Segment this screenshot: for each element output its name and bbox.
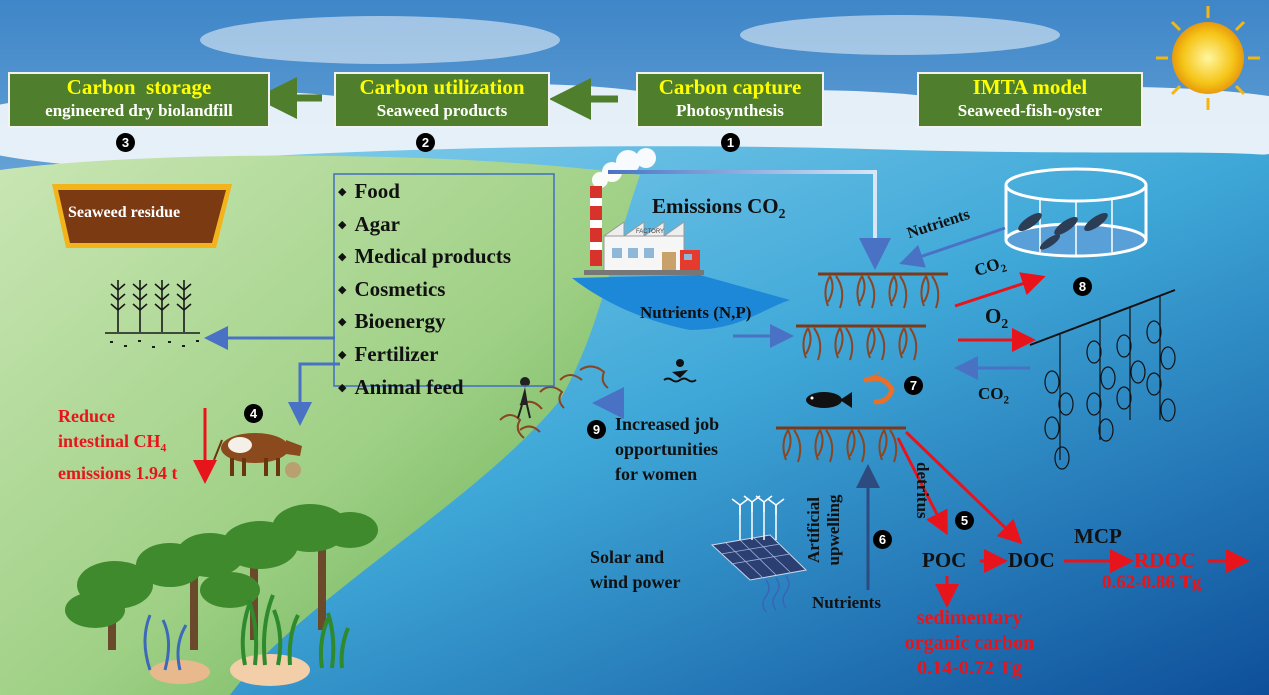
imta-o2-label: O2 [985, 304, 1009, 332]
upwelling-nutrients-label: Nutrients [812, 593, 881, 612]
step-marker-3: 3 [116, 133, 135, 152]
poc-label: POC [922, 548, 967, 572]
artificial-upwelling-label: Artificial upwelling [804, 494, 843, 566]
product-item: Cosmetics [338, 275, 511, 308]
header-carbon-storage: Carbon storage engineered dry biolandfil… [8, 72, 270, 128]
header-subtitle: Seaweed products [376, 101, 508, 120]
emissions-co2-label: Emissions CO2 [652, 194, 786, 222]
header-carbon-utilization: Carbon utilization Seaweed products [334, 72, 550, 128]
header-imta-model: IMTA model Seaweed-fish-oyster [917, 72, 1143, 128]
nutrients-np-label: Nutrients (N,P) [640, 303, 752, 322]
step-marker-6: 6 [873, 530, 892, 549]
worker-icon [517, 377, 531, 419]
header-title: IMTA model [972, 75, 1088, 99]
fish-icon [806, 392, 852, 408]
factory-sign: FACTORY [636, 229, 664, 235]
imta-co2-from-oyster-label: CO2 [978, 384, 1010, 407]
women-jobs-text: Increased job opportunities for women [615, 414, 720, 484]
rdoc-label: RDOC [1134, 548, 1196, 572]
solar-wind-label: Solar and wind power [590, 547, 681, 592]
methane-reduction-text: Reduce intestinal CH4 emissions 1.94 t [58, 406, 178, 483]
swimmer-icon [663, 359, 697, 383]
product-item: Animal feed [338, 373, 511, 406]
product-item: Bioenergy [338, 307, 511, 340]
seagrass-bed [143, 594, 350, 686]
crop-field-icon [105, 280, 200, 348]
seaweed-residue-bin [52, 184, 232, 248]
doc-label: DOC [1008, 548, 1055, 572]
header-title: Carbon utilization [359, 75, 525, 99]
step-marker-2: 2 [416, 133, 435, 152]
header-subtitle: Seaweed-fish-oyster [957, 101, 1103, 120]
coastal-trees [65, 504, 378, 650]
step-marker-5: 5 [955, 511, 974, 530]
mcp-label: MCP [1074, 524, 1122, 548]
product-item: Medical products [338, 242, 511, 275]
oyster-longline [1029, 289, 1176, 470]
header-subtitle: Photosynthesis [676, 101, 784, 120]
shrimp-icon [863, 371, 895, 405]
seaweed-products-list: FoodAgarMedical productsCosmeticsBioener… [338, 177, 511, 405]
step-marker-8: 8 [1073, 277, 1092, 296]
fish-cage-icon [1004, 167, 1148, 258]
cow-icon [213, 433, 302, 478]
solar-wind-icon [710, 495, 808, 613]
detritus-label: detritus [913, 462, 932, 519]
product-item: Food [338, 177, 511, 210]
header-title: Carbon storage [66, 75, 212, 99]
header-subtitle: engineered dry biolandfill [45, 101, 233, 120]
seaweed-culture-ropes [776, 272, 948, 463]
sun-icon [1156, 6, 1260, 110]
flow-arrows-header [255, 77, 618, 120]
factory-outflow-water [572, 275, 790, 330]
product-item: Fertilizer [338, 340, 511, 373]
step-marker-1: 1 [721, 133, 740, 152]
header-title: Carbon capture [658, 75, 802, 99]
product-item: Agar [338, 210, 511, 243]
header-carbon-capture: Carbon capture Photosynthesis [636, 72, 824, 128]
blue-flow-arrows [204, 170, 1030, 426]
red-flow-arrows [193, 272, 1250, 608]
step-marker-9: 9 [587, 420, 606, 439]
step-marker-7: 7 [904, 376, 923, 395]
rdoc-value: 0.62-0.86 Tg [1102, 572, 1202, 593]
seaweed-residue-label: Seaweed residue [68, 204, 181, 221]
sedimentary-carbon-text: sedimentary organic carbon 0.14-0.72 Tg [904, 607, 1035, 679]
step-marker-4: 4 [244, 404, 263, 423]
